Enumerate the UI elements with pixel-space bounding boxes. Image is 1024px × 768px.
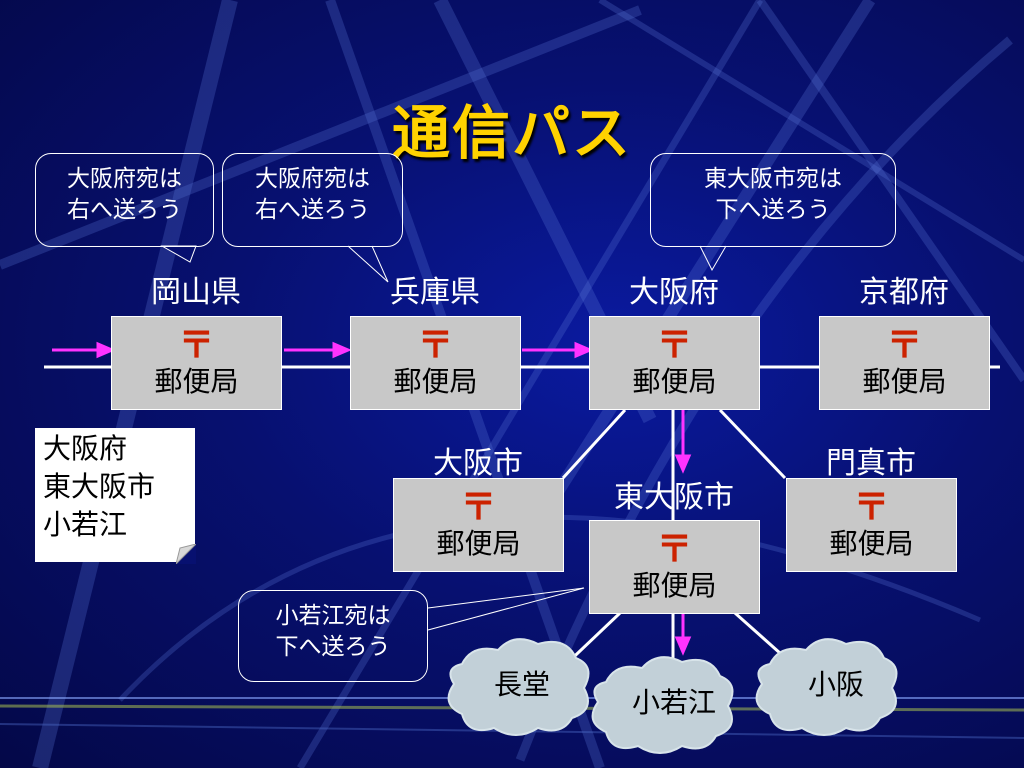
post-office-okayama: 〒 郵便局 bbox=[111, 316, 282, 410]
post-office-label: 郵便局 bbox=[632, 569, 717, 602]
bubble-okayama: 大阪府宛は 右へ送ろう bbox=[35, 153, 214, 247]
post-office-label: 郵便局 bbox=[393, 365, 478, 398]
post-office-hyogo: 〒 郵便局 bbox=[350, 316, 521, 410]
label-osaka-city: 大阪市 bbox=[433, 446, 523, 481]
postal-mark-icon: 〒 bbox=[417, 325, 454, 366]
bubble-hyogo: 大阪府宛は 右へ送ろう bbox=[222, 153, 403, 247]
address-line: 小若江 bbox=[43, 508, 128, 541]
label-higashiosaka: 東大阪市 bbox=[614, 480, 734, 515]
label-osaka: 大阪府 bbox=[629, 275, 719, 310]
bubble-text: 右へ送ろう bbox=[67, 197, 182, 223]
route-arrows bbox=[52, 341, 692, 656]
bubble-text: 東大阪市宛は bbox=[704, 166, 842, 192]
bubble-text: 大阪府宛は bbox=[255, 166, 370, 192]
address-line: 東大阪市 bbox=[43, 470, 156, 503]
post-office-kadoma: 〒 郵便局 bbox=[786, 478, 957, 572]
page-title: 通信パス bbox=[391, 99, 632, 167]
bubble-higashiosaka: 小若江宛は 下へ送ろう bbox=[238, 590, 428, 682]
post-office-label: 郵便局 bbox=[436, 527, 521, 560]
bubble-text: 大阪府宛は bbox=[67, 166, 182, 192]
postal-mark-icon: 〒 bbox=[178, 325, 215, 366]
bubble-text: 下へ送ろう bbox=[715, 197, 831, 223]
bubble-text: 小若江宛は bbox=[275, 603, 391, 629]
town-chodo: 長堂 bbox=[493, 668, 550, 701]
post-office-label: 郵便局 bbox=[829, 527, 914, 560]
post-office-kyoto: 〒 郵便局 bbox=[819, 316, 990, 410]
town-clouds bbox=[447, 638, 898, 754]
label-kadoma: 門真市 bbox=[826, 446, 916, 481]
postal-mark-icon: 〒 bbox=[460, 487, 497, 528]
town-kosaka: 小阪 bbox=[807, 668, 864, 701]
label-hyogo: 兵庫県 bbox=[390, 275, 480, 310]
postal-mark-icon: 〒 bbox=[853, 487, 890, 528]
address-note: 大阪府 東大阪市 小若江 bbox=[35, 428, 195, 562]
folded-corner-icon bbox=[176, 544, 196, 564]
bubble-osaka: 東大阪市宛は 下へ送ろう bbox=[650, 153, 896, 247]
post-office-label: 郵便局 bbox=[154, 365, 239, 398]
postal-mark-icon: 〒 bbox=[886, 325, 923, 366]
post-office-higashiosaka: 〒 郵便局 bbox=[589, 520, 760, 614]
label-kyoto: 京都府 bbox=[859, 275, 949, 310]
post-office-osaka-city: 〒 郵便局 bbox=[393, 478, 564, 572]
town-kowakae: 小若江 bbox=[631, 686, 716, 719]
address-line: 大阪府 bbox=[43, 432, 128, 465]
post-office-osaka: 〒 郵便局 bbox=[589, 316, 760, 410]
bubble-text: 右へ送ろう bbox=[255, 197, 370, 223]
post-office-label: 郵便局 bbox=[632, 365, 717, 398]
postal-mark-icon: 〒 bbox=[656, 325, 693, 366]
post-office-label: 郵便局 bbox=[862, 365, 947, 398]
postal-mark-icon: 〒 bbox=[656, 529, 693, 570]
bubble-text: 下へ送ろう bbox=[275, 634, 391, 660]
label-okayama: 岡山県 bbox=[151, 275, 241, 310]
